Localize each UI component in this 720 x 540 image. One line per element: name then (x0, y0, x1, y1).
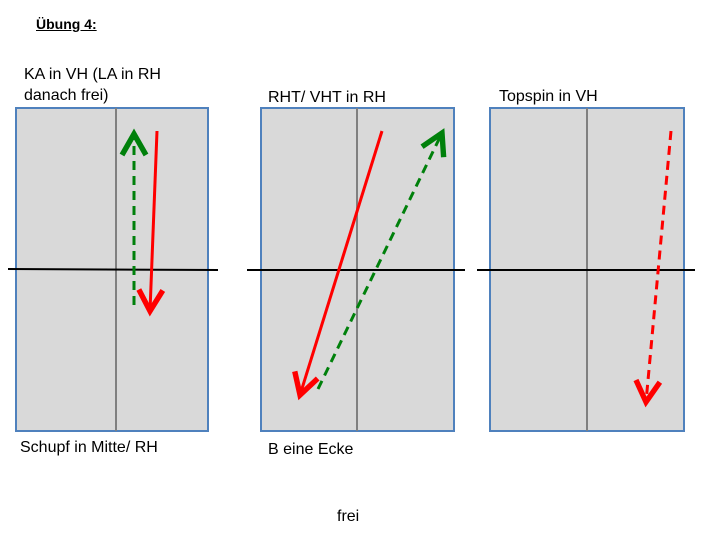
table-2-top-label: RHT/ VHT in RH (268, 89, 386, 106)
table-2-green-dashed-arrow (316, 128, 447, 390)
table-1-net-line (7, 268, 219, 271)
table-2-bottom-label: B eine Ecke (268, 441, 354, 458)
table-1-bottom-label: Schupf in Mitte/ RH (20, 439, 158, 456)
table-3-top-label: Topspin in VH (499, 88, 598, 105)
footer-label: frei (337, 508, 360, 525)
table-1-red-solid-arrow (136, 130, 166, 317)
table-2 (247, 107, 465, 432)
slide-title: Übung 4: (36, 16, 97, 32)
table-1-top-label-line-1: KA in VH (LA in RH (24, 66, 161, 83)
table-1 (7, 107, 219, 432)
table-3 (477, 107, 695, 432)
table-1-top-label-line-2: danach frei) (24, 87, 109, 104)
table-3-red-dashed-arrow (633, 130, 673, 408)
table-2-red-solid-arrow (292, 130, 384, 401)
